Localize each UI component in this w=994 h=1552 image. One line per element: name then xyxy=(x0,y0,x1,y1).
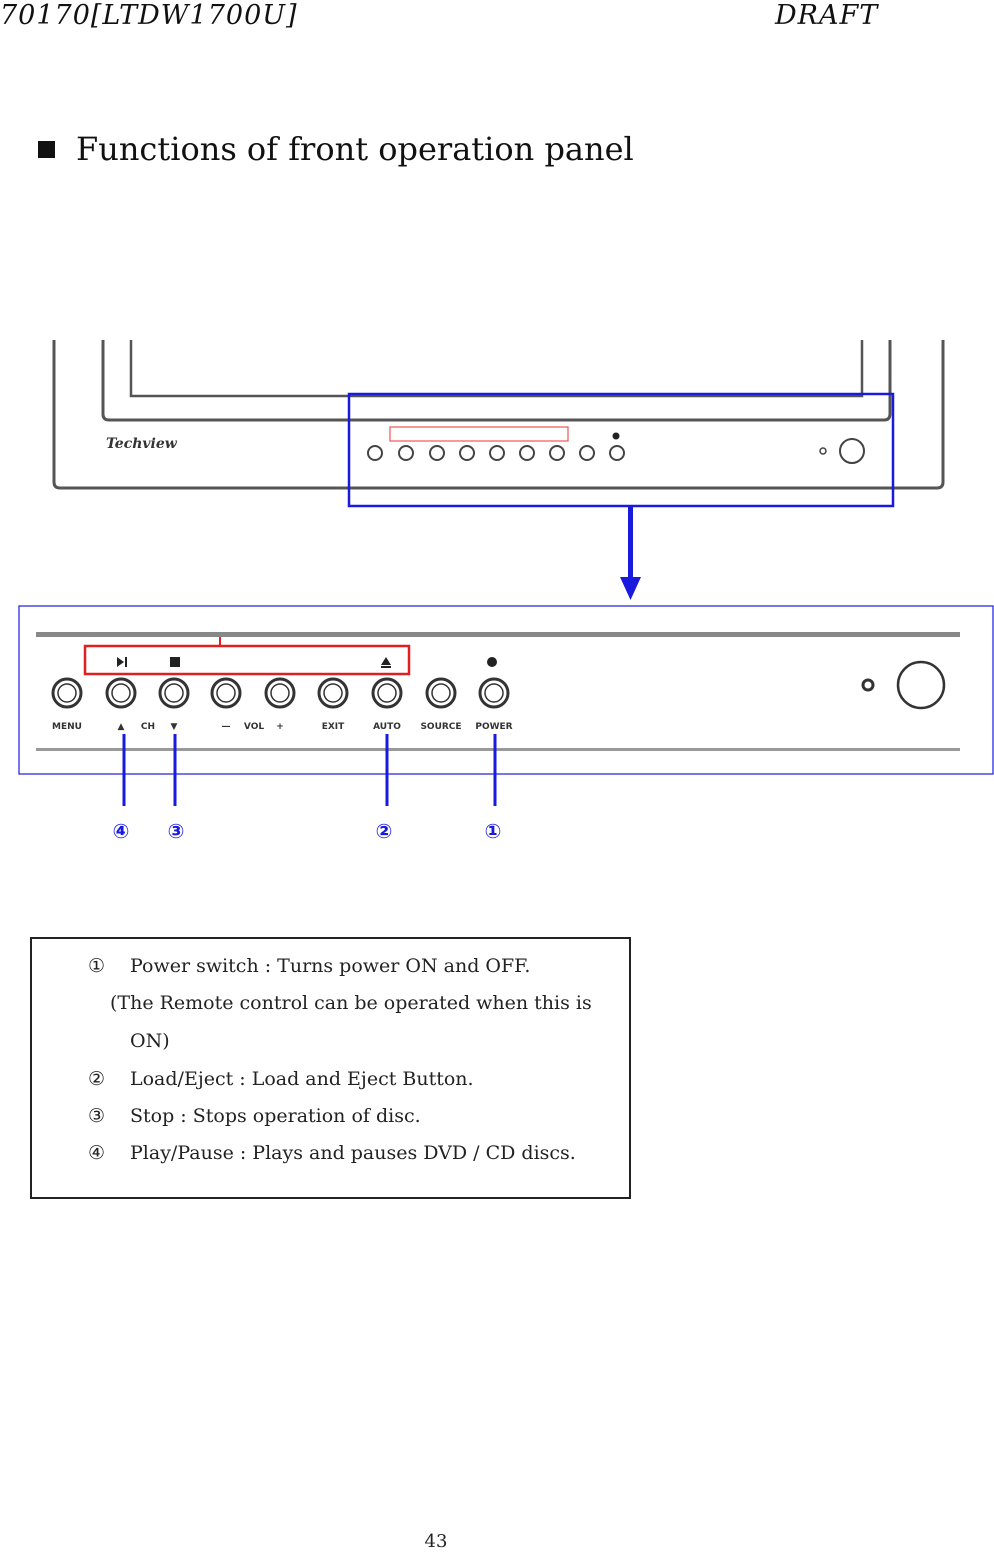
zoomed-panel-frame xyxy=(18,605,994,775)
callout-4: ④ xyxy=(113,819,130,843)
exit-label: EXIT xyxy=(322,722,345,732)
vol-plus-label: + xyxy=(276,722,284,732)
monitor-body xyxy=(52,340,945,490)
draft-label: DRAFT xyxy=(775,0,879,31)
auto-label: AUTO xyxy=(373,722,401,732)
source-label: SOURCE xyxy=(420,722,461,732)
power-label: POWER xyxy=(475,722,512,732)
brand-logo: Techview xyxy=(106,436,178,452)
callout-2: ② xyxy=(376,819,393,843)
ch-label: CH xyxy=(141,722,155,732)
section-title: Functions of front operation panel xyxy=(76,130,634,168)
monitor-mini-panel xyxy=(367,426,865,464)
document-id: 70170[LTDW1700U] xyxy=(0,0,298,31)
menu-label: MENU xyxy=(52,722,82,732)
callout-1: ① xyxy=(485,819,502,843)
ch-up-label: ▲ xyxy=(118,722,125,732)
arrow-down-icon xyxy=(620,506,641,600)
square-bullet-icon xyxy=(38,140,55,158)
vol-label: VOL xyxy=(244,722,264,732)
vol-minus-label: — xyxy=(222,722,231,732)
section-heading: Functions of front operation panel xyxy=(38,130,634,168)
description-box: ① Power switch : Turns power ON and OFF.… xyxy=(30,937,631,1199)
front-panel-diagram: Techview xyxy=(18,340,994,843)
page-number: 43 xyxy=(424,1531,448,1552)
zoomed-panel-body: MENU ▲ CH ▼ — VOL + EXIT AUTO SOURCE POW… xyxy=(36,632,960,751)
description-item: (The Remote control can be operated when… xyxy=(110,992,592,1014)
callout-3: ③ xyxy=(168,819,185,843)
ch-down-label: ▼ xyxy=(171,722,178,732)
highlight-box xyxy=(347,392,895,508)
